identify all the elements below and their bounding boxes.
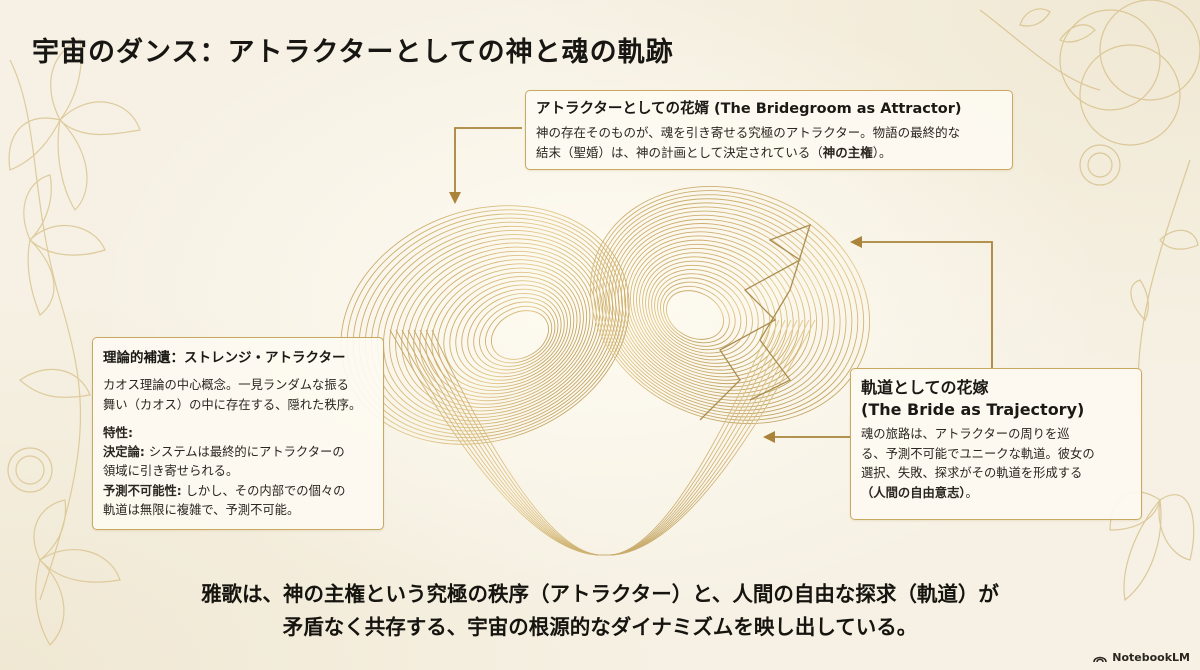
conclusion-line-2: 矛盾なく共存する、宇宙の根源的なダイナミズムを映し出している。 [282,615,918,639]
arrow-head-icon [850,236,862,248]
connector-arrows [454,127,993,438]
bridegroom-line-2-prefix: 結末（聖婚）は、神の計画として決定されている（ [536,145,823,160]
attractor-loop [611,214,829,401]
bride-title: 軌道としての花嫁 (The Bride as Trajectory) [861,377,1131,421]
attractor-loop [623,231,806,388]
determinism-text: システムは最終的にアトラクターの [144,444,345,459]
unpredictability-term: 予測不可能性: [103,483,182,498]
strange-attractor-theory-box: 理論的補遺：ストレンジ・アトラクター カオス理論の中心概念。一見ランダムな振る … [92,337,384,530]
attractor-loop [491,310,549,360]
notebooklm-badge: NotebookLM [1093,651,1190,664]
bridegroom-body: 神の存在そのものが、魂を引き寄せる究極のアトラクター。物語の最終的な 結末（聖婚… [536,123,1002,163]
attractor-loop [401,246,597,412]
attractor-loop [648,264,759,361]
attractor-loop [425,263,584,398]
bride-line-1: 魂の旅路は、アトラクターの周りを巡 [861,427,1070,441]
bridegroom-line-2-suffix: ）。 [872,145,892,160]
notebooklm-label: NotebookLM [1112,651,1190,664]
theory-line-1: カオス理論の中心概念。一見ランダムな振る [103,378,349,392]
determinism-line-1: 決定論: システムは最終的にアトラクターの [103,443,373,463]
attractor-loop [666,290,724,340]
theory-line-2: 舞い（カオス）の中に存在する、隠れた秩序。 [103,397,362,412]
attractor-loop [608,210,835,405]
attractor-loop [395,242,601,415]
attractor-loop [663,285,730,344]
attractor-loop [642,256,771,368]
bridegroom-line-1: 神の存在そのものが、魂を引き寄せる究極のアトラクター。物語の最終的な [536,125,961,140]
bride-trajectory-box: 軌道としての花嫁 (The Bride as Trajectory) 魂の旅路は… [850,368,1142,520]
attractor-loop [605,206,841,408]
trajectory-path [699,223,812,421]
attractor-loop [467,293,562,374]
bridegroom-attractor-box: アトラクターとしての花婿 (The Bridegroom as Attracto… [525,90,1013,170]
attractor-loop [633,243,788,378]
theory-body: カオス理論の中心概念。一見ランダムな振る 舞い（カオス）の中に存在する、隠れた秩… [103,376,373,521]
page-title: 宇宙のダンス：アトラクターとしての神と魂の軌跡 [32,37,674,68]
attractor-loop [455,284,568,381]
attractor-loop [443,276,575,388]
attractor-loop [479,301,556,367]
theory-title: 理論的補遺：ストレンジ・アトラクター [103,350,346,366]
attractor-loop [413,255,591,405]
attractor-loop [626,235,800,385]
attractor-loop [645,260,765,364]
bride-line-2: る、予測不可能でユニークな軌道。彼女の [861,446,1095,461]
attractor-loop [660,281,736,347]
bride-body: 魂の旅路は、アトラクターの周りを巡 る、予測不可能でユニークな軌道。彼女の 選択… [861,425,1131,503]
sovereignty-term: 神の主権 [822,145,873,160]
attractor-loop [449,280,572,385]
attractor-loop [407,250,594,408]
attractor-loop [473,297,559,371]
attractor-loop [461,288,565,378]
attractor-loop [389,238,604,419]
attractor-loop [602,202,847,411]
attractor-loop [651,269,753,357]
bridegroom-title: アトラクターとしての花婿 (The Bridegroom as Attracto… [536,101,962,117]
attractor-loop [599,198,853,415]
free-will-term: （人間の自由意志） [861,485,966,500]
properties-heading: 特性: [103,425,133,440]
unpredictability-line-2: 軌道は無限に複雑で、予測不可能。 [103,503,300,517]
attractor-loop [654,273,748,354]
attractor-loop [419,259,588,402]
determinism-term: 決定論: [103,444,145,459]
arrow-head-icon [763,431,775,443]
attractor-loop [657,277,742,351]
attractor-loop [629,239,794,381]
lily-decoration-left-icon [7,39,141,646]
attractor-loop [593,190,865,421]
attractor-loop [620,227,812,391]
attractor-loop [617,223,818,395]
attractor-loop [636,248,782,374]
determinism-line-2: 領域に引き寄せられる。 [103,464,239,478]
attractor-loop [431,267,581,395]
vine-decoration-right-icon [979,0,1200,602]
attractor-loop [485,305,553,364]
bride-title-ja: 軌道としての花嫁 [861,378,989,397]
attractor-loop [596,194,859,418]
attractor-loop [589,186,871,424]
arrow-head-icon [449,192,461,204]
conclusion-line-1: 雅歌は、神の主権という究極の秩序（アトラクター）と、人間の自由な探求（軌道）が [201,582,999,606]
attractor-tail [431,319,774,556]
bride-line-4-suffix: 。 [965,485,978,500]
notebooklm-logo-icon [1093,656,1108,662]
attractor-loop [383,234,607,422]
bride-title-en: (The Bride as Trajectory) [861,400,1085,419]
unpredictability-text: しかし、その内部での個々の [181,483,346,498]
unpredictability-line-1: 予測不可能性: しかし、その内部での個々の [103,482,373,502]
bride-line-4: （人間の自由意志）。 [861,484,1131,504]
bridegroom-line-2: 結末（聖婚）は、神の計画として決定されている（神の主権）。 [536,143,1002,163]
conclusion-text: 雅歌は、神の主権という究極の秩序（アトラクター）と、人間の自由な探求（軌道）が … [0,578,1200,644]
bride-line-3: 選択、失敗、探求がその軌道を形成する [861,466,1083,480]
attractor-loop [639,252,777,371]
